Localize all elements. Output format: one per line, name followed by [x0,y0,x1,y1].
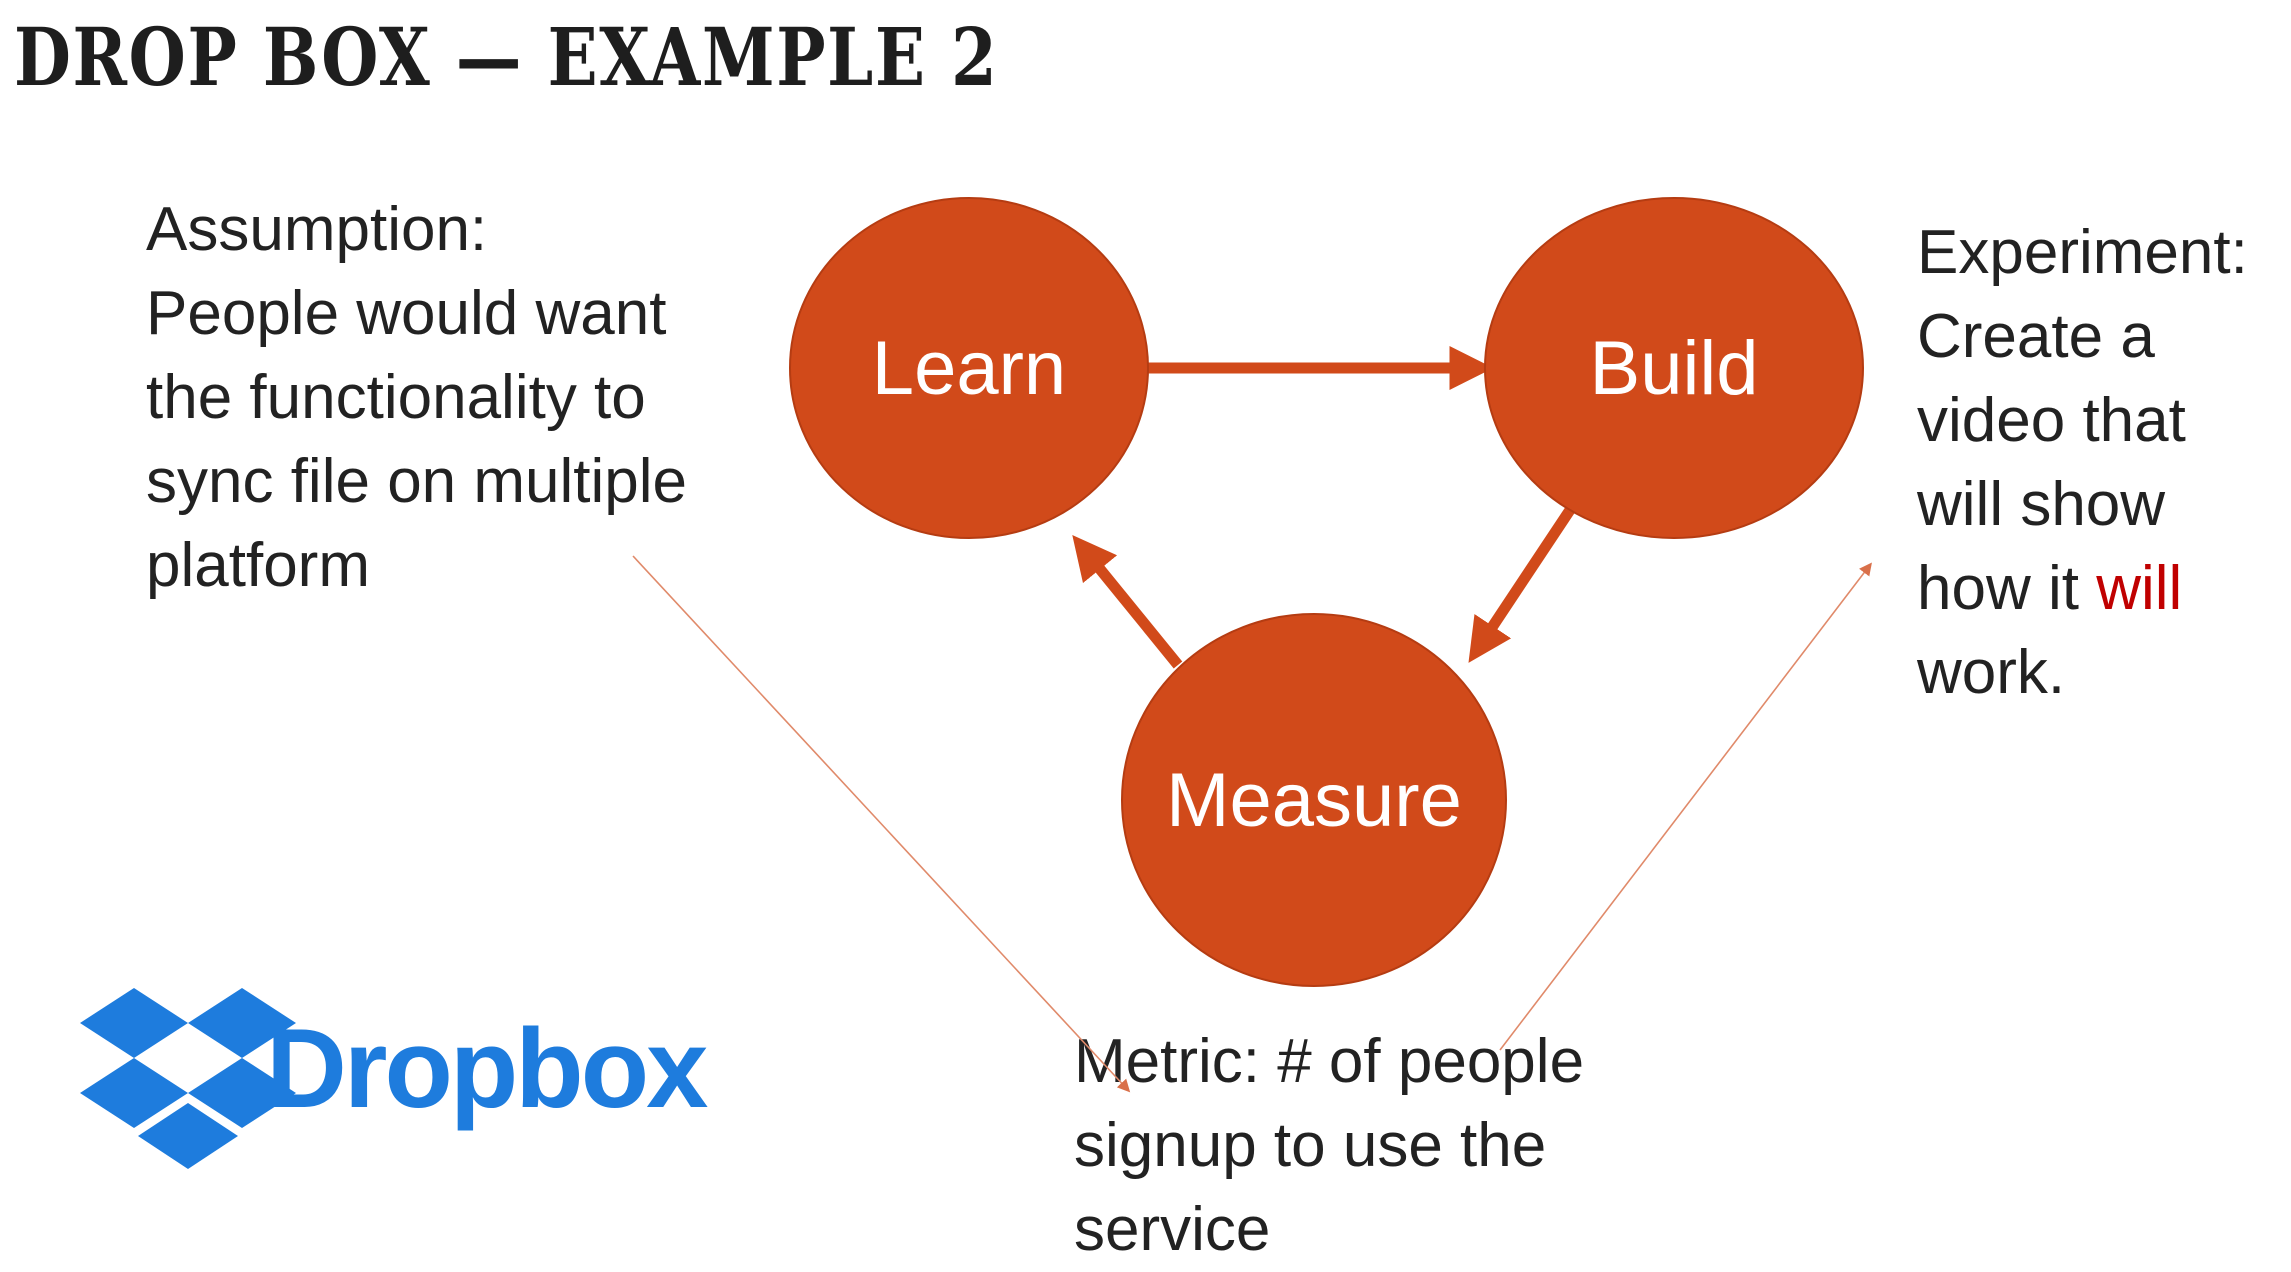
assumption-line: sync file on multiple [146,447,688,516]
experiment-line: work. [1917,638,2066,707]
assumption-line: platform [146,531,370,600]
dropbox-logo-text: Dropbox [266,1006,708,1131]
metric-line: signup to use the [1074,1111,1547,1180]
experiment-line: will show [1917,470,2166,539]
metric-text: Metric: # of people signup to use the se… [1074,1020,1584,1272]
build-node: Build [1484,197,1864,539]
experiment-line: how it will [1917,547,2248,631]
learn-node: Learn [789,197,1149,539]
assumption-line: People would want [146,279,667,348]
assumption-connector-line [632,555,1131,1093]
experiment-line: Experiment: [1917,218,2248,287]
assumption-line: the functionality to [146,363,646,432]
experiment-text: Experiment: Create a video that will sho… [1917,211,2248,715]
metric-line: Metric: # of people [1074,1027,1585,1096]
experiment-connector-line [1499,562,1872,1051]
measure-to-learn-arrow [1072,535,1183,669]
assumption-text: Assumption: People would want the functi… [146,188,687,608]
dropbox-logo-icon [80,988,296,1169]
measure-node: Measure [1121,613,1507,987]
experiment-line: video that [1917,386,2186,455]
learn-label: Learn [872,326,1066,411]
highlighted-word: will [2096,554,2183,623]
assumption-line: Assumption: [146,195,488,264]
experiment-line: Create a [1917,302,2155,371]
experiment-line-prefix: how it [1917,554,2097,623]
slide-title: DROP BOX — EXAMPLE 2 [14,10,999,104]
metric-line: service [1074,1195,1271,1264]
build-to-measure-arrow [1468,506,1575,663]
build-label: Build [1590,326,1759,411]
measure-label: Measure [1166,758,1462,843]
